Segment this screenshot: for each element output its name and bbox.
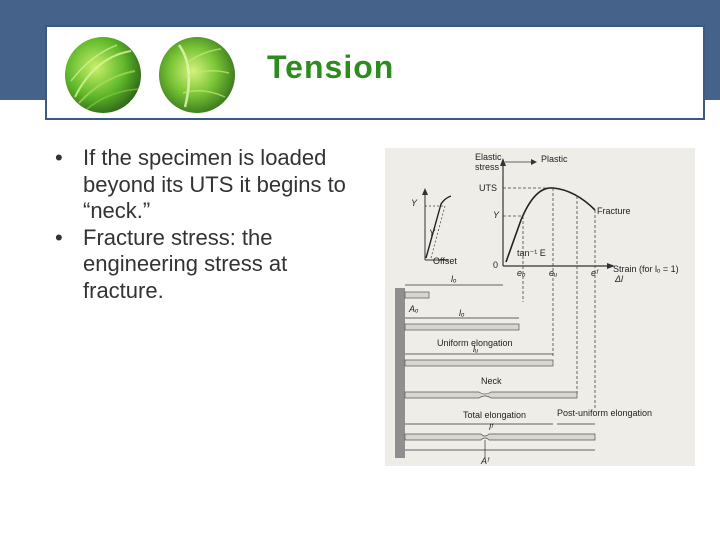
label-uts: UTS <box>479 183 497 193</box>
label-lf: lᶠ <box>489 422 494 432</box>
bullet-item: • If the specimen is loaded beyond its UT… <box>55 145 355 225</box>
label-lu: lᵤ <box>473 344 478 354</box>
bullet-list: • If the specimen is loaded beyond its UT… <box>55 145 355 304</box>
label-tan-e: tan⁻¹ E <box>517 248 546 258</box>
label-strain: Strain (for lₒ = 1) <box>613 264 679 274</box>
label-eu: eᵤ <box>549 268 557 278</box>
label-y-inset: Y <box>411 198 418 208</box>
label-af: Aᶠ <box>480 456 490 466</box>
label-y-inset-2: Y <box>429 228 436 238</box>
label-total-elongation: Total elongation <box>463 410 526 420</box>
label-stress: stress <box>475 162 500 172</box>
label-plastic: Plastic <box>541 154 568 164</box>
label-delta-l: Δl <box>614 274 624 284</box>
label-offset: Offset <box>433 256 457 266</box>
title-box: Tension <box>45 25 705 120</box>
label-ef: eᶠ <box>591 268 599 278</box>
bullet-item: • Fracture stress: the engineering stress… <box>55 225 355 305</box>
label-lo-1: lₒ <box>451 274 457 284</box>
bullet-marker: • <box>55 145 63 170</box>
bullet-text: If the specimen is loaded beyond its UTS… <box>83 145 346 223</box>
stress-strain-figure: Elastic stress Plastic UTS Y Y Y Fractur… <box>385 148 695 466</box>
label-ao: Aₒ <box>408 304 419 314</box>
label-lo-2: lₒ <box>459 308 465 318</box>
label-elastic: Elastic <box>475 152 502 162</box>
stress-strain-diagram: Elastic stress Plastic UTS Y Y Y Fractur… <box>395 152 679 466</box>
label-uniform-elongation: Uniform elongation <box>437 338 513 348</box>
leaf-image-left <box>65 37 141 113</box>
label-eo: eₒ <box>517 268 526 278</box>
label-fracture: Fracture <box>597 206 631 216</box>
leaf-image-right <box>159 37 235 113</box>
bullet-marker: • <box>55 224 63 250</box>
label-origin: 0 <box>493 260 498 270</box>
label-neck: Neck <box>481 376 502 386</box>
label-y-main: Y <box>493 210 500 220</box>
slide-title: Tension <box>267 49 395 85</box>
bullet-text: Fracture stress: the engineering stress … <box>83 224 288 303</box>
label-post-uniform-elongation: Post-uniform elongation <box>557 408 652 418</box>
